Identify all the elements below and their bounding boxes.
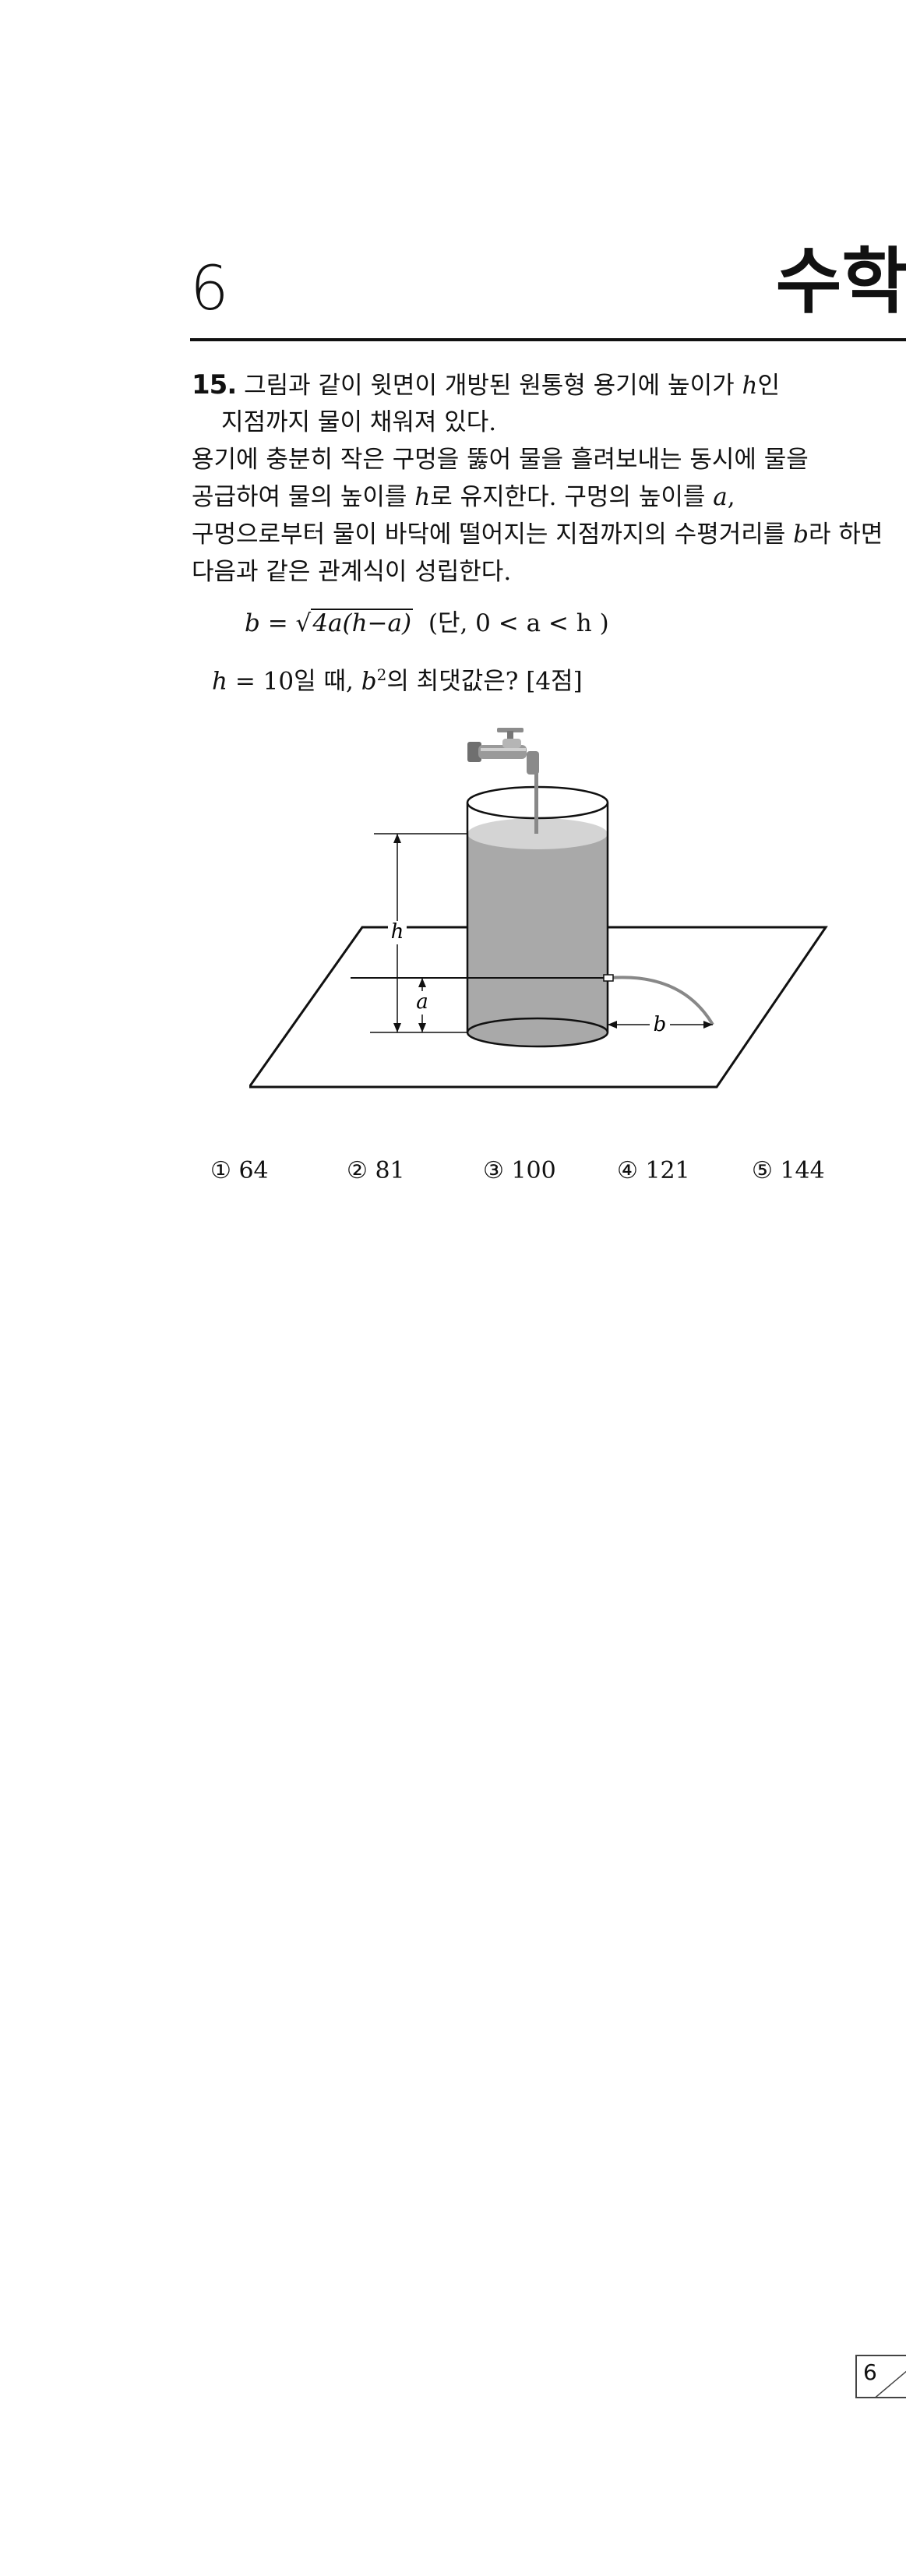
question-15: 15. 그림과 같이 윗면이 개방된 원통형 용기에 높이가 h인 지점까지 물… (192, 366, 906, 696)
choice-5-value: 144 (780, 1157, 825, 1184)
choice-2-mark: ② (347, 1157, 368, 1184)
ask-text-b: 의 최댓값은? [4점] (386, 667, 583, 696)
choice-3-mark: ③ (483, 1157, 504, 1184)
tank-bottom (466, 1017, 609, 1048)
choice-2-value: 81 (375, 1157, 405, 1184)
a-arrow-bottom (418, 1023, 426, 1032)
question-line-4: 공급하여 물의 높이를 h로 유지한다. 구멍의 높이를 a, (192, 478, 906, 516)
question-text-4c: , (727, 483, 735, 511)
water-tank-figure: h a b (249, 728, 828, 1089)
page-number: 6 (190, 254, 229, 324)
choice-3-value: 100 (511, 1157, 556, 1184)
footer-page-number: 6 (863, 2359, 877, 2385)
question-line-5: 구멍으로부터 물이 바닥에 떨어지는 지점까지의 수평거리를 b라 하면 (192, 516, 906, 553)
question-text-5b: 라 하면 (809, 520, 883, 549)
question-text-1-tail: 인 (757, 372, 780, 400)
footer-page-box: 6 (855, 2355, 906, 2398)
h-arrow-bottom (393, 1023, 401, 1032)
floor-plane (249, 926, 828, 1089)
choice-5-mark: ⑤ (752, 1157, 773, 1184)
choice-4[interactable]: ④ 121 (617, 1157, 690, 1185)
formula-condition: (단, 0 < a < h ) (428, 609, 609, 637)
formula-radicand: 4a(h−a) (311, 609, 414, 637)
h-label-bg (388, 921, 407, 944)
question-text-4b: 로 유지한다. 구멍의 높이를 (430, 483, 706, 511)
ask-var-b: b (361, 667, 377, 696)
choice-1-mark: ① (210, 1157, 231, 1184)
header-rule (190, 338, 906, 341)
tank-body (467, 834, 608, 1032)
figure-label-b: b (654, 1013, 667, 1036)
question-text-4a: 공급하여 물의 높이를 (192, 483, 407, 511)
footer-diagonal (875, 2370, 906, 2397)
question-ask: h = 10일 때, b2의 최댓값은? [4점] (192, 656, 906, 696)
choice-2[interactable]: ② 81 (347, 1157, 405, 1185)
formula-lhs: b (245, 609, 260, 637)
question-line-3: 용기에 충분히 작은 구멍을 뚫어 물을 흘려보내는 동시에 물을 (192, 446, 809, 474)
subject-title: 수학 (775, 240, 906, 323)
choice-1[interactable]: ① 64 (210, 1157, 269, 1185)
figure-label-h: h (391, 920, 404, 944)
question-line-1: 15. 그림과 같이 윗면이 개방된 원통형 용기에 높이가 h인 (192, 366, 906, 404)
ask-var-h: h (212, 667, 227, 696)
sqrt-sign: √ (295, 609, 312, 637)
hole-spout (603, 974, 614, 982)
ask-text-a: = 10일 때, (227, 667, 354, 696)
formula-eq: = (259, 609, 296, 637)
var-h: h (742, 372, 758, 400)
b-arrow-right (703, 1021, 713, 1029)
water-stream (534, 771, 538, 834)
formula: b = √4a(h−a) (단, 0 < a < h ) (192, 605, 906, 647)
question-line-2: 지점까지 물이 채워져 있다. (221, 408, 497, 436)
choice-4-mark: ④ (617, 1157, 638, 1184)
h-arrow-top (393, 834, 401, 843)
a-label-bg (413, 991, 432, 1015)
question-line-6: 다음과 같은 관계식이 성립한다. (192, 558, 512, 586)
choice-5[interactable]: ⑤ 144 (752, 1157, 825, 1185)
question-text-5a: 구멍으로부터 물이 바닥에 떨어지는 지점까지의 수평거리를 (192, 520, 786, 549)
choice-4-value: 121 (645, 1157, 690, 1184)
a-arrow-top (418, 978, 426, 987)
hole-jet-arc (608, 976, 714, 1026)
b-label-bg (650, 1013, 670, 1035)
var-b: b (793, 520, 809, 549)
question-number: 15. (192, 369, 237, 401)
var-h-2: h (414, 483, 431, 511)
b-arrow-left (608, 1021, 617, 1029)
figure-label-a: a (416, 990, 428, 1014)
ask-exponent: 2 (376, 665, 387, 684)
faucet-icon (467, 728, 539, 775)
choice-3[interactable]: ③ 100 (483, 1157, 556, 1185)
choice-1-value: 64 (238, 1157, 269, 1184)
question-text-1: 그림과 같이 윗면이 개방된 원통형 용기에 높이가 (244, 372, 735, 400)
var-a: a (713, 483, 728, 511)
